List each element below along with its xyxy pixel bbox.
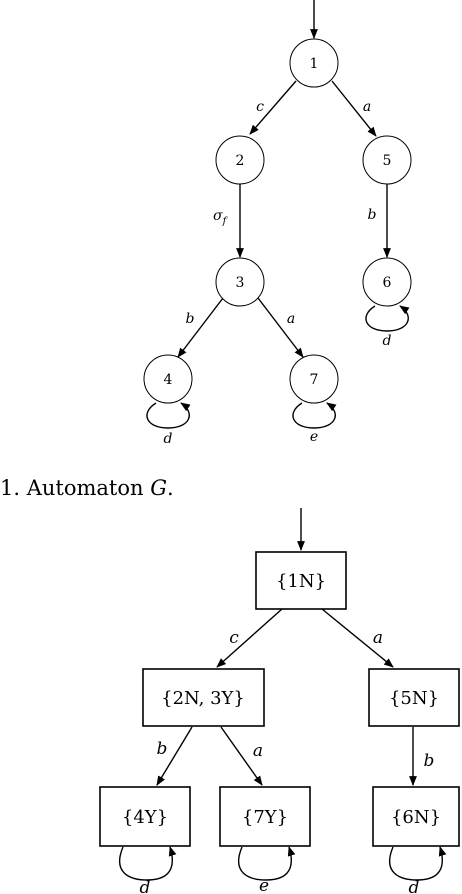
diag-loop-4 — [118, 846, 177, 881]
edge-1-5 — [331, 80, 377, 137]
loop-7-label: e — [310, 429, 318, 445]
loop-4 — [146, 402, 191, 429]
diag-edge-2-7-label: a — [253, 741, 263, 761]
state-7 — [289, 354, 339, 404]
diag-state-6n-label: {6N} — [391, 807, 441, 828]
edge-3-7 — [257, 297, 304, 358]
diag-edge-2-4 — [156, 726, 193, 786]
state-2-label: 2 — [236, 153, 245, 169]
automaton-g: 1 2 3 4 5 6 7 c a σf b b a d e d — [143, 0, 412, 447]
loop-6-label: d — [383, 333, 392, 349]
diag-state-6n — [372, 786, 460, 847]
loop-7 — [292, 402, 337, 429]
diag-loop-7 — [237, 846, 296, 881]
edge-5-6-label: b — [368, 207, 377, 223]
state-3-label: 3 — [236, 275, 245, 291]
edge-2-3-label: σf — [213, 208, 229, 227]
diag-state-4y — [99, 786, 191, 847]
edge-1-5-label: a — [363, 99, 371, 115]
diag-state-5n — [368, 668, 460, 727]
state-4-label: 4 — [164, 372, 173, 388]
caption-suffix: . — [166, 476, 174, 500]
state-5-label: 5 — [383, 153, 392, 169]
diag-edge-5-6-label: b — [424, 751, 435, 771]
figure-caption: 1. Automaton G. — [0, 476, 174, 500]
state-1 — [289, 38, 339, 88]
state-1-label: 1 — [310, 56, 319, 72]
edge-1-2 — [249, 80, 297, 135]
diag-state-7y-label: {7Y} — [242, 807, 288, 828]
diag-loop-6-label: d — [409, 878, 420, 894]
diag-state-5n-label: {5N} — [389, 688, 439, 709]
state-4 — [143, 354, 193, 404]
state-2 — [215, 135, 265, 185]
state-7-label: 7 — [310, 372, 319, 388]
state-6 — [362, 257, 412, 307]
diag-edge-2-7 — [220, 726, 263, 786]
diag-state-4y-label: {4Y} — [122, 807, 168, 828]
edge-3-4 — [177, 297, 224, 358]
caption-prefix: 1. Automaton — [0, 476, 151, 500]
edge-2-3-sigma: σ — [213, 208, 223, 224]
edge-3-7-label: a — [287, 311, 295, 327]
caption-automaton-name: G — [150, 476, 167, 500]
diagnoser: {1N} {2N, 3Y} {5N} {4Y} {7Y} {6N} c a b … — [99, 508, 460, 894]
diag-edge-1-5-label: a — [373, 628, 383, 648]
diag-loop-6 — [388, 846, 447, 881]
loop-4-label: d — [164, 431, 173, 447]
state-5 — [362, 135, 412, 185]
diag-state-1n — [255, 551, 347, 610]
state-6-label: 6 — [383, 275, 392, 291]
edge-2-3-subscript: f — [222, 216, 229, 227]
diag-edge-1-5 — [321, 608, 394, 668]
diag-state-1n-label: {1N} — [276, 571, 326, 592]
state-3 — [215, 257, 265, 307]
diag-edge-2-4-label: b — [157, 739, 168, 759]
diag-loop-4-label: d — [140, 878, 151, 894]
diag-edge-1-2-label: c — [229, 628, 239, 648]
diag-state-7y — [219, 786, 311, 847]
diag-state-2n-3y — [142, 668, 265, 727]
edge-1-2-label: c — [256, 99, 264, 115]
diag-loop-7-label: e — [259, 876, 269, 894]
diag-state-2n-3y-label: {2N, 3Y} — [161, 688, 245, 709]
edge-3-4-label: b — [186, 311, 195, 327]
loop-6 — [365, 305, 410, 332]
diag-edge-1-2 — [216, 608, 283, 668]
